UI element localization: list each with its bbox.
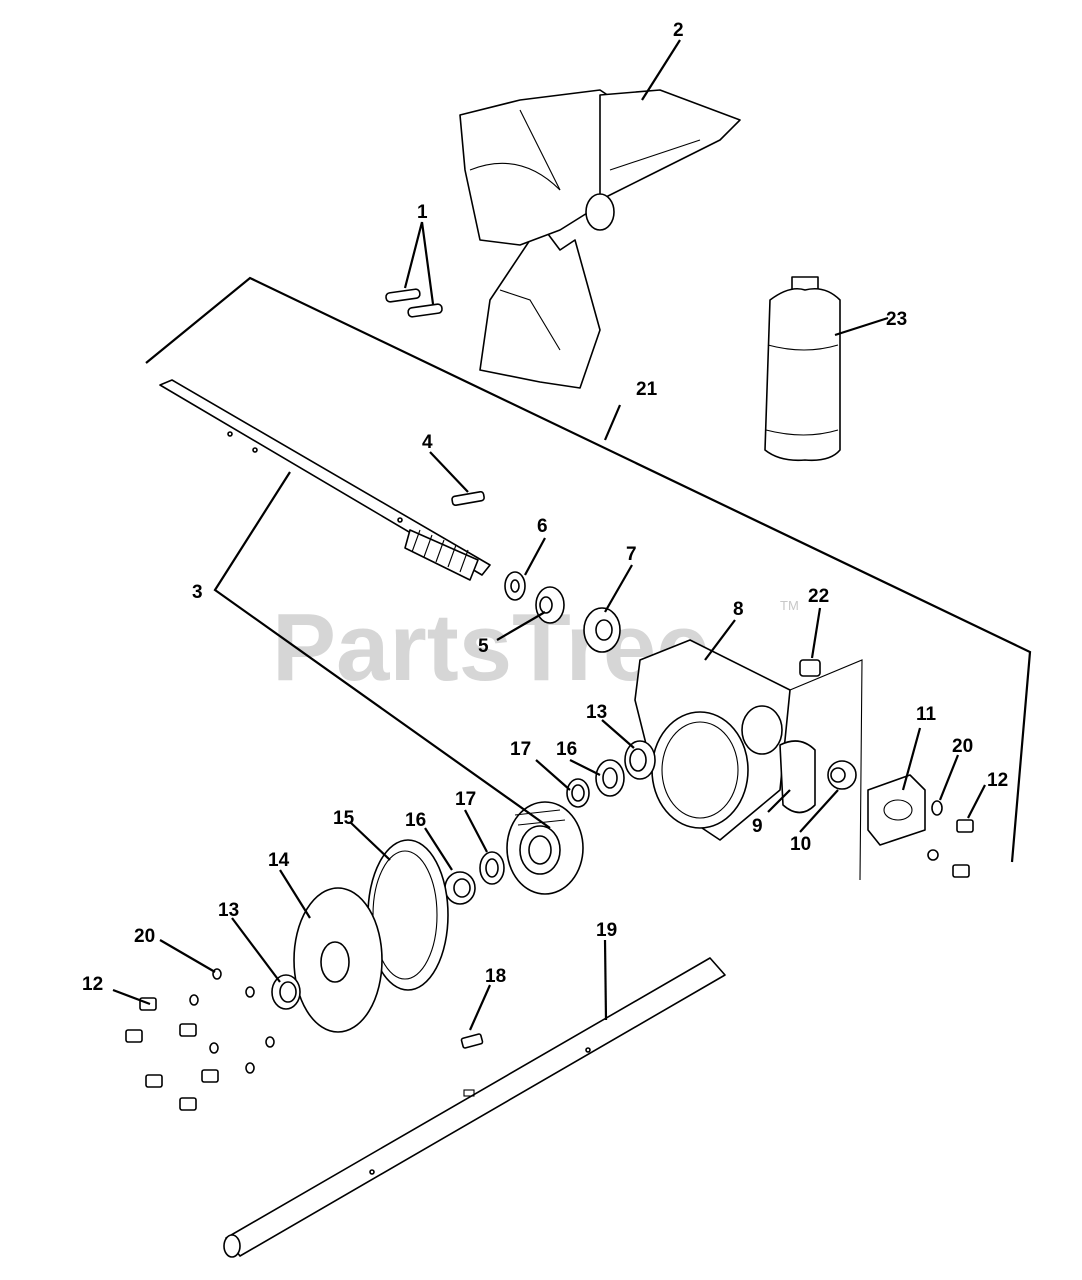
- part-key: [451, 490, 485, 507]
- watermark-trademark: TM: [780, 598, 799, 613]
- part-bearing-7: [583, 607, 621, 653]
- part-main-gear: [506, 801, 584, 895]
- part-seal-10: [827, 760, 857, 790]
- part-key-18: [460, 1033, 484, 1049]
- callout-17-lower: 17: [455, 789, 476, 810]
- callout-8: 8: [733, 599, 744, 620]
- leader-lines: [112, 39, 986, 1031]
- callout-6: 6: [537, 516, 548, 537]
- callout-22: 22: [808, 586, 829, 607]
- part-bearing-13-lower: [271, 974, 301, 1010]
- bracket-3: [213, 471, 551, 829]
- part-washer-16-upper: [595, 759, 625, 797]
- callout-13-lower: 13: [218, 900, 239, 921]
- bracket-21: [145, 276, 1032, 863]
- callout-2: 2: [673, 20, 684, 41]
- callout-16-lower: 16: [405, 810, 426, 831]
- callout-labels: 1 2 3 4 5 6 7 8 9 10 11 12 12 13 13 14 1…: [82, 20, 1008, 995]
- callout-20-right: 20: [952, 736, 973, 757]
- callout-13-upper: 13: [586, 702, 607, 723]
- part-auger-shaft: [223, 957, 726, 1258]
- callout-11: 11: [916, 704, 937, 725]
- callout-20-left: 20: [134, 926, 155, 947]
- worm-gear-threads: [404, 529, 479, 581]
- part-washer-17-upper: [566, 778, 590, 808]
- part-washer-6: [504, 571, 526, 601]
- assembly-boundary: [789, 659, 863, 881]
- part-cover-11: [867, 774, 926, 846]
- part-pins: [385, 288, 443, 318]
- callout-23: 23: [886, 309, 907, 330]
- callout-15: 15: [333, 808, 355, 829]
- part-washer-17-lower: [479, 851, 505, 885]
- part-washer-16-lower: [444, 871, 476, 905]
- callout-18: 18: [485, 966, 506, 987]
- part-cover-plate-14: [293, 887, 383, 1033]
- callout-16-upper: 16: [556, 739, 577, 760]
- part-bottle: [764, 276, 841, 462]
- part-gear-housing: [634, 639, 791, 841]
- callout-17-upper: 17: [510, 739, 531, 760]
- callout-14: 14: [268, 850, 290, 871]
- callout-4: 4: [422, 432, 433, 453]
- callout-19: 19: [596, 920, 617, 941]
- callout-1: 1: [417, 202, 428, 223]
- callout-9: 9: [752, 816, 763, 837]
- part-fasteners-left: [125, 968, 275, 1111]
- part-bushing-5: [535, 586, 565, 624]
- callout-21: 21: [636, 379, 658, 400]
- callout-10: 10: [790, 834, 811, 855]
- part-fasteners-right: [927, 800, 974, 878]
- part-bearing-13-upper: [624, 740, 656, 780]
- callout-12-left: 12: [82, 974, 103, 995]
- callout-7: 7: [626, 544, 637, 565]
- callout-5: 5: [478, 636, 489, 657]
- part-gasket-9: [779, 740, 816, 814]
- part-plug: [799, 659, 821, 677]
- callout-3: 3: [192, 582, 203, 603]
- part-worm-shaft: [159, 379, 491, 581]
- part-impeller-housing: [459, 89, 741, 389]
- callout-12-right: 12: [987, 770, 1008, 791]
